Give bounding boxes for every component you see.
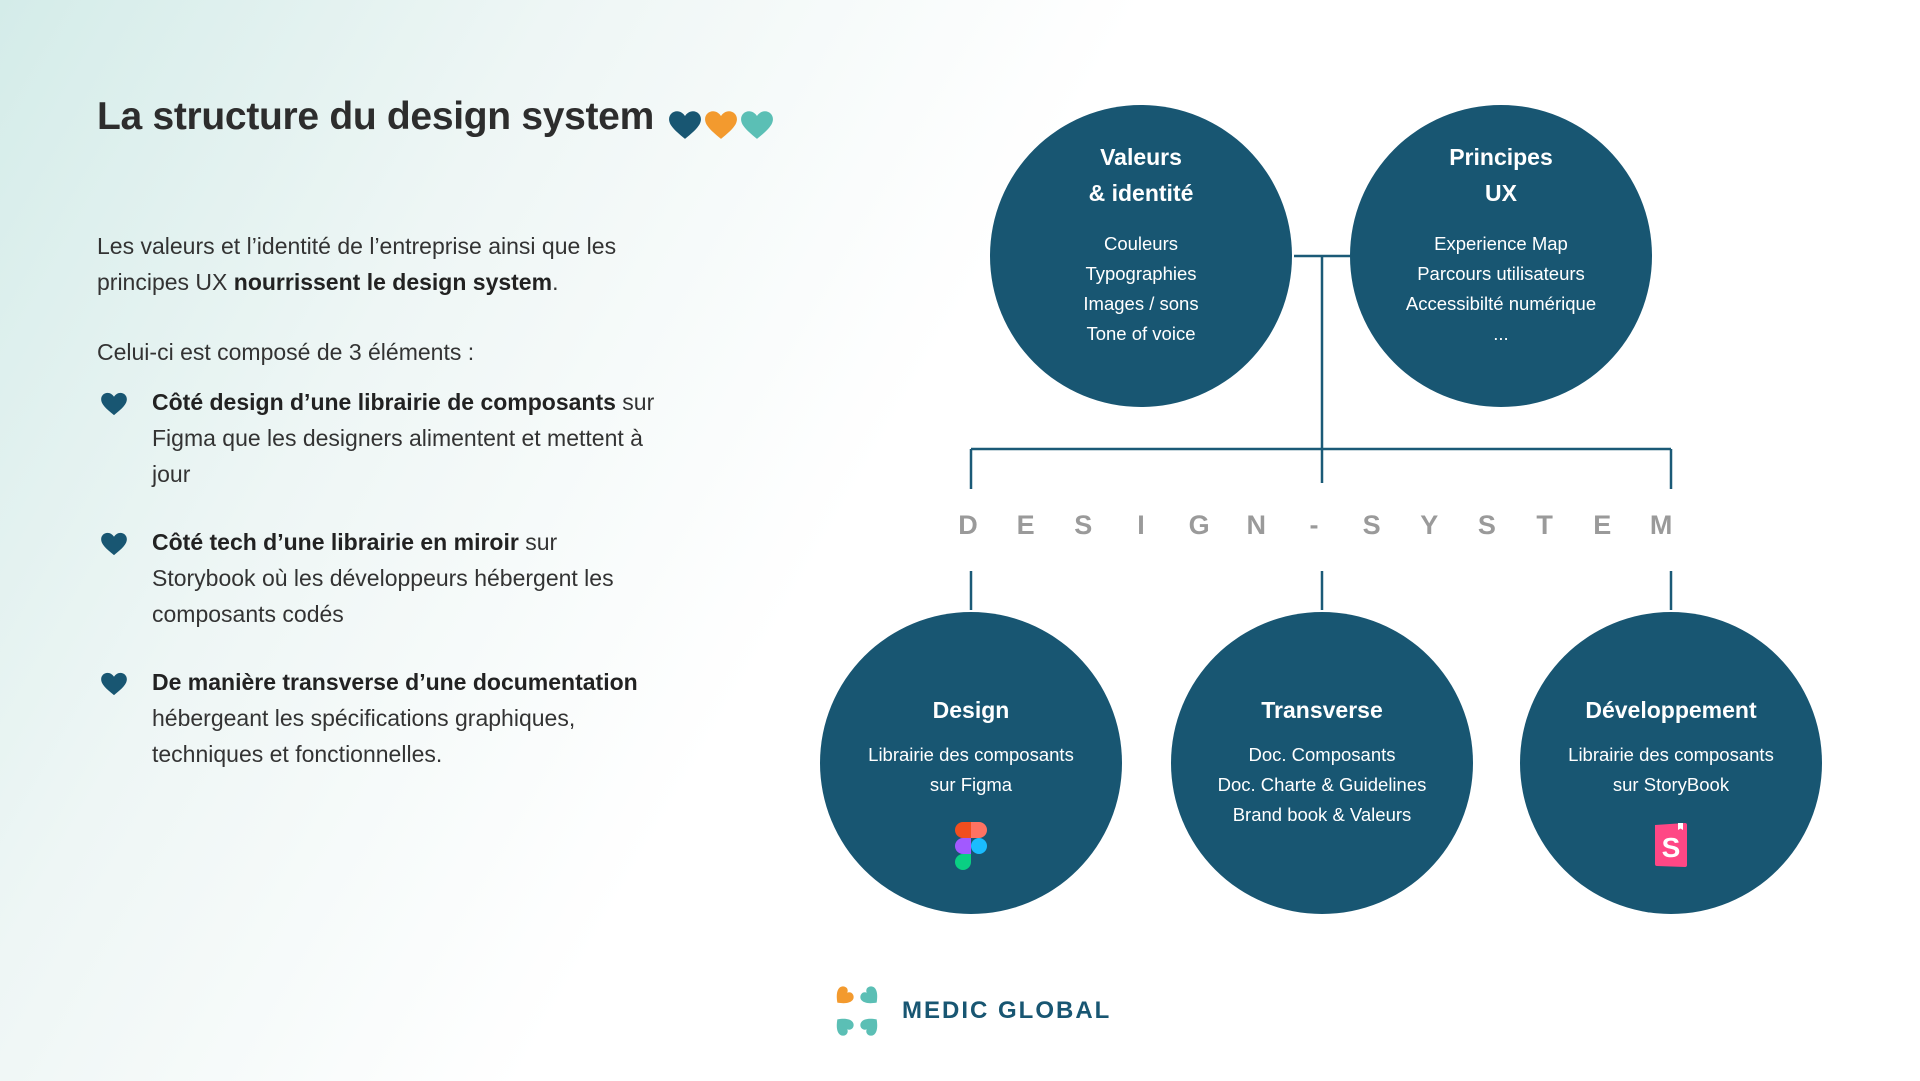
node-title: Valeurs & identité (1089, 139, 1194, 211)
label-letter: T (1536, 510, 1553, 540)
node-title-line: UX (1485, 180, 1517, 206)
node-title: Développement (1585, 697, 1757, 723)
heart-teal-icon (741, 111, 773, 139)
bullet-rest: sur Figma que les designers alimentent e… (152, 389, 655, 487)
label-letter: S (1362, 510, 1381, 540)
node-title: Principes UX (1449, 139, 1553, 211)
node-item: Accessibilté numérique (1405, 293, 1597, 314)
heart-navy-icon (669, 111, 701, 139)
node-title-line: Principes (1449, 144, 1553, 170)
node-items: Doc. Composants Doc. Charte & Guidelines… (1218, 740, 1427, 830)
node-items: Experience Map Parcours utilisateurs Acc… (1406, 229, 1596, 349)
label-letter: S (1477, 510, 1496, 540)
node-items: Couleurs Typographies Images / sons Tone… (1083, 229, 1198, 349)
node-item: Experience Map (1434, 233, 1568, 254)
composed-text: Celui-ci est composé de 3 éléments : (97, 339, 475, 365)
node-developpement: Développement Librairie des composants s… (1520, 612, 1822, 914)
intro-text-2: . (552, 269, 559, 295)
node-item: Librairie des composants (1568, 744, 1774, 765)
title-hearts (668, 110, 774, 140)
node-title: Design (932, 697, 1010, 723)
node-title: Transverse (1261, 697, 1383, 723)
brand-name: MEDIC GLOBAL (902, 997, 1112, 1024)
label-letter: N (1246, 510, 1267, 540)
node-items: Librairie des composants sur Figma (868, 740, 1074, 800)
label-letter: E (1016, 510, 1035, 540)
bullet-item-doc: De manière transverse d’une documentatio… (97, 664, 657, 772)
node-title-line: Valeurs (1100, 144, 1182, 170)
node-item: Couleurs (1103, 233, 1179, 254)
bullet-list: Côté design d’une librairie de composant… (97, 384, 657, 804)
heart-icon (101, 532, 127, 556)
node-transverse: Transverse Doc. Composants Doc. Charte &… (1171, 612, 1473, 914)
medic-global-logo-icon (836, 986, 878, 1036)
label-letter: Y (1420, 510, 1439, 540)
label-letter: E (1593, 510, 1612, 540)
node-item: Images / sons (1083, 293, 1199, 314)
node-design: Design Librairie des composants sur Figm… (820, 612, 1122, 914)
node-item: sur StoryBook (1612, 774, 1730, 795)
bullet-item-tech: Côté tech d’une librairie en miroir sur … (97, 524, 657, 632)
node-item: ... (1493, 323, 1509, 344)
node-item: Brand book & Valeurs (1232, 804, 1412, 825)
brand-footer: MEDIC GLOBAL (830, 984, 1111, 1038)
label-letter: D (958, 510, 978, 540)
label-letter: M (1649, 510, 1673, 540)
heart-icon (101, 392, 127, 416)
bullet-rest: hébergeant les spécifications graphiques… (152, 705, 576, 767)
node-valeurs-identite: Valeurs & identité Couleurs Typographies… (990, 105, 1292, 407)
storybook-logo-icon: S (1652, 822, 1690, 873)
intro-text-1: Les valeurs et l’identité de l’entrepris… (97, 233, 617, 295)
figma-logo-icon (955, 822, 987, 875)
node-items: Librairie des composants sur StoryBook (1568, 740, 1774, 800)
heart-orange-icon (705, 111, 737, 139)
node-item: Doc. Charte & Guidelines (1217, 774, 1427, 795)
node-item: Doc. Composants (1248, 744, 1396, 765)
design-system-label: D E S I G N - S Y S T E M (958, 510, 1673, 541)
node-item: sur Figma (929, 774, 1013, 795)
bullet-bold: De manière transverse d’une documentatio… (152, 669, 638, 695)
label-letter: I (1137, 510, 1145, 540)
intro-text-bold: nourrissent le design system (233, 269, 553, 295)
node-item: Librairie des composants (868, 744, 1074, 765)
bullet-item-design: Côté design d’une librairie de composant… (97, 384, 657, 492)
node-principes-ux: Principes UX Experience Map Parcours uti… (1350, 105, 1652, 407)
node-title-line: & identité (1088, 180, 1194, 206)
bullet-bold: Côté tech d’une librairie en miroir (152, 529, 519, 555)
node-item: Tone of voice (1086, 323, 1196, 344)
label-letter: - (1309, 510, 1319, 540)
intro-paragraph: Les valeurs et l’identité de l’entrepris… (97, 228, 677, 300)
svg-text:S: S (1662, 832, 1681, 863)
node-item: Typographies (1085, 263, 1197, 284)
bullet-bold: Côté design d’une librairie de composant… (152, 389, 616, 415)
label-letter: G (1188, 510, 1210, 540)
bullet-rest: sur Storybook où les développeurs héberg… (152, 529, 614, 627)
heart-icon (101, 672, 127, 696)
label-letter: S (1074, 510, 1093, 540)
node-item: Parcours utilisateurs (1417, 263, 1585, 284)
page-title: La structure du design system (97, 95, 654, 138)
